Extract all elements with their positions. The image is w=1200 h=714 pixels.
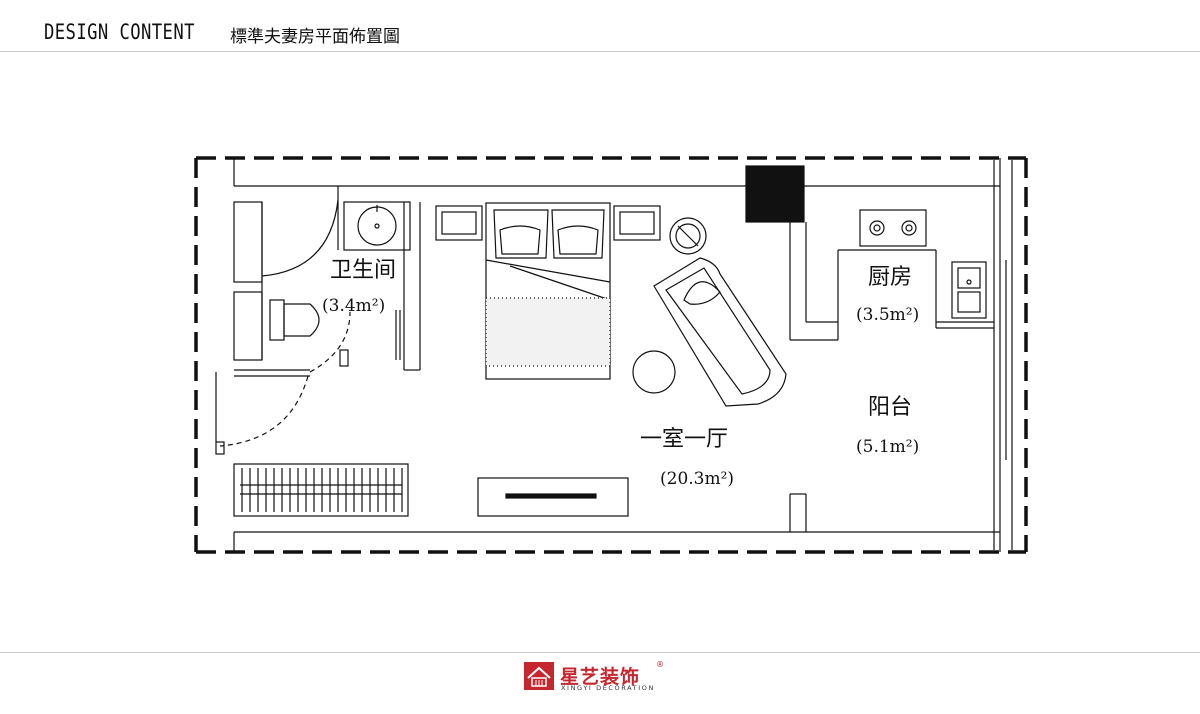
bathroom-door [219,311,351,447]
header-divider [0,51,1200,52]
partition-walls [789,222,994,532]
toilet [269,299,320,341]
nightstands [435,205,661,241]
brand-name-en: XINGYI DECORATION [561,684,655,692]
bathroom-area: (3.4m²) [322,296,385,316]
balcony-name: 阳台 [868,395,912,420]
bathroom-fixtures [215,310,401,455]
bathroom-name: 卫生间 [330,258,396,283]
structural-column [745,165,805,223]
pillows [493,209,605,259]
footer-divider [0,652,1200,653]
kitchen-area: (3.5m²) [856,305,919,325]
coffee-table [632,350,676,394]
washbasin [343,201,411,251]
brand-name: 星艺装饰 [560,666,641,688]
tv-cabinet [477,477,629,517]
shoe-cabinet [233,463,409,517]
page-title: DESIGN CONTENT [44,20,195,44]
living-name: 一室一厅 [640,427,728,452]
stove [859,209,927,247]
brand-logo: 星艺装饰 ® XINGYI DECORATION [524,660,684,692]
outer-boundary [194,156,1028,554]
kitchen-name: 厨房 [868,265,912,290]
registered-mark: ® [656,660,664,669]
bed [485,202,611,380]
living-area: (20.3m²) [660,469,734,489]
kitchen-sink [951,261,987,319]
balcony-area: (5.1m²) [856,437,919,457]
house-logo-icon [524,662,554,690]
bathroom-walls [233,186,421,377]
page-subtitle: 標準夫妻房平面佈置圖 [230,27,400,47]
lounge-chair [653,257,787,407]
header: DESIGN CONTENT 標準夫妻房平面佈置圖 [0,0,1200,52]
round-stool [669,217,707,255]
outer-walls [215,158,1013,552]
